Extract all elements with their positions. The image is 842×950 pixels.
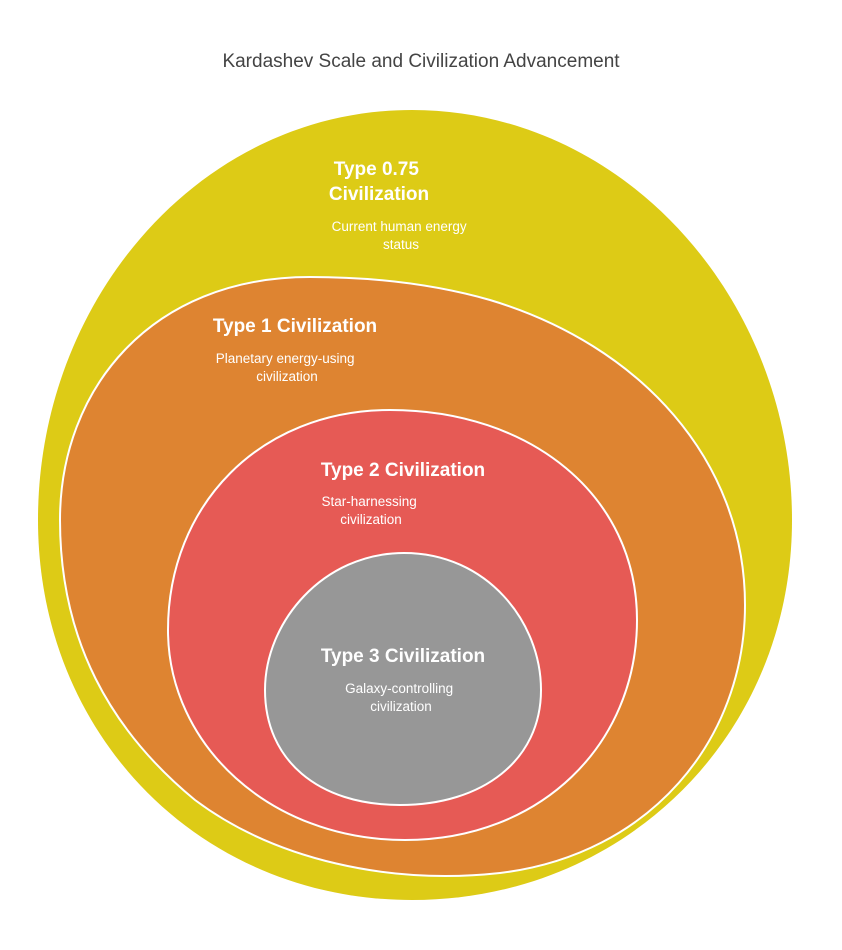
- layer-type-2-desc: Star-harnessing civilization: [321, 494, 420, 527]
- layer-type-3: Type 3 Civilization Galaxy-controlling c…: [263, 551, 543, 807]
- layer-type-0-75-desc: Current human energy status: [332, 219, 471, 252]
- layer-type-1-desc: Planetary energy-using civilization: [216, 351, 359, 384]
- layer-type-3-desc: Galaxy-controlling civilization: [345, 681, 457, 714]
- layer-type-3-title: Type 3 Civilization: [321, 646, 485, 667]
- layer-type-1-title: Type 1 Civilization: [213, 316, 377, 337]
- layer-type-0-75-title: Type 0.75 Civilization: [329, 159, 429, 205]
- layer-type-2-title: Type 2 Civilization: [321, 460, 485, 481]
- layer-type-3-shape: [263, 551, 543, 807]
- page-title: Kardashev Scale and Civilization Advance…: [222, 51, 620, 72]
